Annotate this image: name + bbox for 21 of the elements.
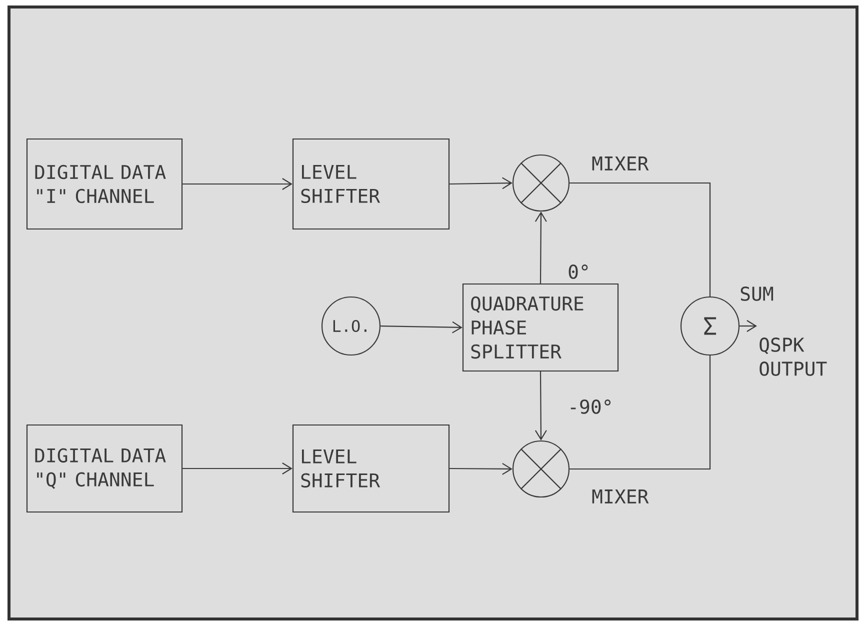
arrow xyxy=(534,212,547,284)
channel-box: DIGITAL DATA "I" CHANNEL xyxy=(26,138,183,230)
component-label: SUM xyxy=(740,286,774,301)
component-label: MIXER xyxy=(592,490,649,504)
phase-splitter-box: QUADRATURE PHASE SPLITTER xyxy=(462,283,619,372)
arrow xyxy=(450,177,512,190)
arrow xyxy=(182,462,292,474)
edge-label: 0° xyxy=(568,264,588,279)
level-shifter-box: LEVEL SHIFTER xyxy=(292,424,450,513)
mixer-symbol xyxy=(512,154,570,212)
arrow xyxy=(380,321,462,334)
channel-box: DIGITAL DATA "Q" CHANNEL xyxy=(26,424,183,513)
arrow xyxy=(740,320,757,332)
mixer-symbol xyxy=(512,440,570,498)
edge-label: -90° xyxy=(570,400,611,414)
level-shifter-box: LEVEL SHIFTER xyxy=(292,138,450,230)
arrow xyxy=(534,372,547,440)
arrow xyxy=(182,178,292,190)
output-label: QSPK OUTPUT xyxy=(760,338,827,376)
arrow xyxy=(450,462,512,475)
component-label: MIXER xyxy=(592,156,649,170)
